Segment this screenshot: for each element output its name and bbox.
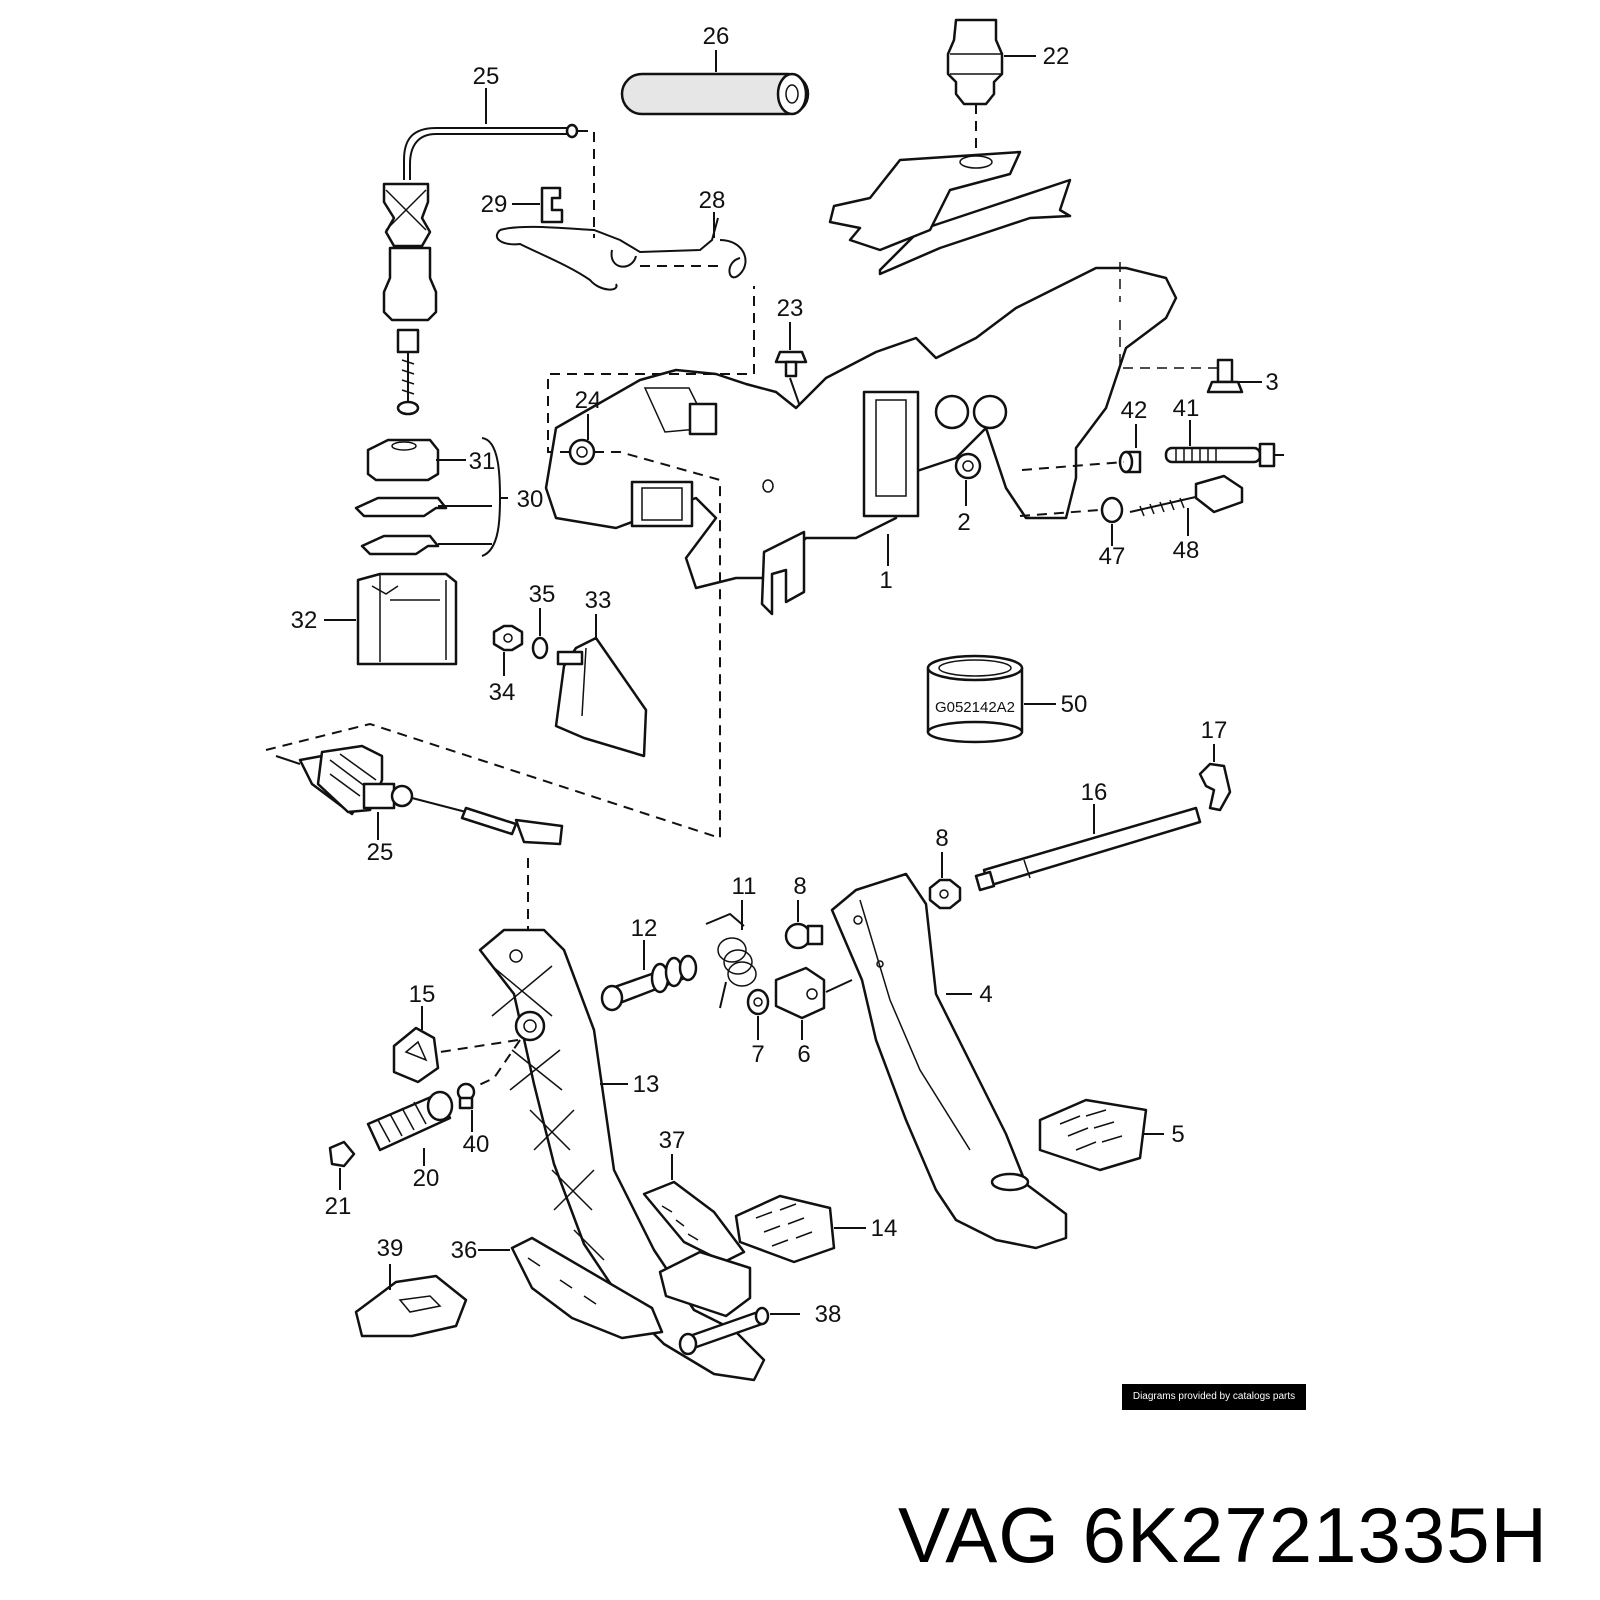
part-35-washer: [531, 608, 549, 660]
part-6-bracket: [774, 966, 853, 1040]
clutch-pedal-pad: [658, 1250, 752, 1318]
label-15: 15: [409, 981, 436, 1008]
label-24: 24: [575, 387, 602, 414]
part-8-nut-upper: [928, 852, 962, 910]
part-16-pivot-shaft: [974, 804, 1202, 892]
label-11: 11: [732, 873, 757, 900]
label-8-upper: 8: [935, 825, 948, 852]
label-50: 50: [1061, 691, 1088, 718]
part-47-washer: [1019, 496, 1124, 546]
label-42: 42: [1121, 397, 1148, 424]
part-28-wire-spring: [495, 212, 747, 291]
label-40: 40: [463, 1131, 490, 1158]
label-34: 34: [489, 679, 516, 706]
part-1-pedal-bracket: [544, 262, 1225, 616]
part-25-upper-cable: [382, 88, 595, 416]
label-6: 6: [797, 1041, 810, 1068]
part-11-return-spring: [705, 900, 757, 1009]
part-32-housing: [324, 572, 458, 666]
label-8-lower: 8: [793, 873, 806, 900]
part-12-bushing-pin: [600, 940, 698, 1012]
part-42-bushing: [1021, 424, 1142, 474]
label-33: 33: [585, 587, 612, 614]
label-25-lower: 25: [367, 839, 394, 866]
part-8-nut-lower: [784, 900, 824, 950]
part-33-cover: [554, 614, 648, 758]
part-41-threaded-pin: [1164, 420, 1284, 468]
part-24-nut: [547, 286, 755, 530]
label-4: 4: [979, 981, 992, 1008]
part-5-brake-pedal-pad: [1038, 1098, 1164, 1172]
part-26-foam-sleeve: [620, 50, 810, 116]
part-36-cover: [478, 1236, 664, 1340]
label-30: 30: [517, 486, 544, 513]
part-2-nut: [954, 452, 982, 506]
part-15-clip: [392, 1006, 440, 1084]
label-16: 16: [1081, 779, 1108, 806]
part-21-cap: [328, 1140, 356, 1190]
label-1: 1: [879, 567, 892, 594]
part-25-lower-cable: [265, 530, 721, 930]
part-50-stamp-text: G052142A2: [935, 699, 1015, 716]
label-14: 14: [871, 1215, 898, 1242]
label-41: 41: [1173, 395, 1200, 422]
label-48: 48: [1173, 537, 1200, 564]
label-39: 39: [377, 1235, 404, 1262]
part-20-assist-spring: [366, 1090, 454, 1166]
label-23: 23: [777, 295, 804, 322]
label-29: 29: [481, 191, 508, 218]
label-20: 20: [413, 1165, 440, 1192]
part-17-clip: [1198, 744, 1232, 812]
part-14-pedal-pad: [734, 1194, 866, 1264]
part-29-clip: [512, 186, 564, 224]
label-38: 38: [815, 1301, 842, 1328]
label-17: 17: [1201, 717, 1228, 744]
part-4-brake-pedal-arm: [830, 872, 1068, 1250]
label-25-upper: 25: [473, 63, 500, 90]
part-30-shims: [354, 437, 508, 557]
part-number-caption: VAG 6K2721335H: [898, 1491, 1548, 1579]
label-12: 12: [631, 915, 658, 942]
part-38-pin: [678, 1306, 800, 1356]
label-28: 28: [699, 187, 726, 214]
label-31: 31: [469, 448, 496, 475]
label-7: 7: [751, 1041, 764, 1068]
label-2: 2: [957, 509, 970, 536]
label-13: 13: [633, 1071, 660, 1098]
label-32: 32: [291, 607, 318, 634]
label-36: 36: [451, 1237, 478, 1264]
label-47: 47: [1099, 543, 1126, 570]
part-number-labels: 26 22 25 29 28 23 3 24 42 41 31 30 2 47 …: [291, 23, 1279, 1328]
part-13-clutch-pedal-arm: [439, 928, 766, 1382]
part-31-block: [366, 438, 466, 482]
part-37-pad-cover: [642, 1154, 746, 1264]
part-7-washer: [746, 988, 770, 1040]
label-37: 37: [659, 1127, 686, 1154]
upper-mounting-bracket: [828, 150, 1072, 276]
part-48-adjuster-screw: [1129, 474, 1244, 536]
label-5: 5: [1171, 1121, 1184, 1148]
part-40-ball-stud: [456, 1082, 476, 1132]
label-21: 21: [325, 1193, 352, 1220]
diagram-credit-badge: Diagrams provided by catalogs parts: [1122, 1384, 1306, 1410]
part-34-nut: [492, 624, 524, 676]
part-50-bushing: [926, 654, 1056, 744]
label-3: 3: [1265, 369, 1278, 396]
part-39-stop-pad: [354, 1264, 468, 1338]
part-22-bump-stop: [946, 18, 1036, 150]
part-3-bolt: [1206, 358, 1262, 394]
label-22: 22: [1043, 43, 1070, 70]
label-35: 35: [529, 581, 556, 608]
label-26: 26: [703, 23, 730, 50]
